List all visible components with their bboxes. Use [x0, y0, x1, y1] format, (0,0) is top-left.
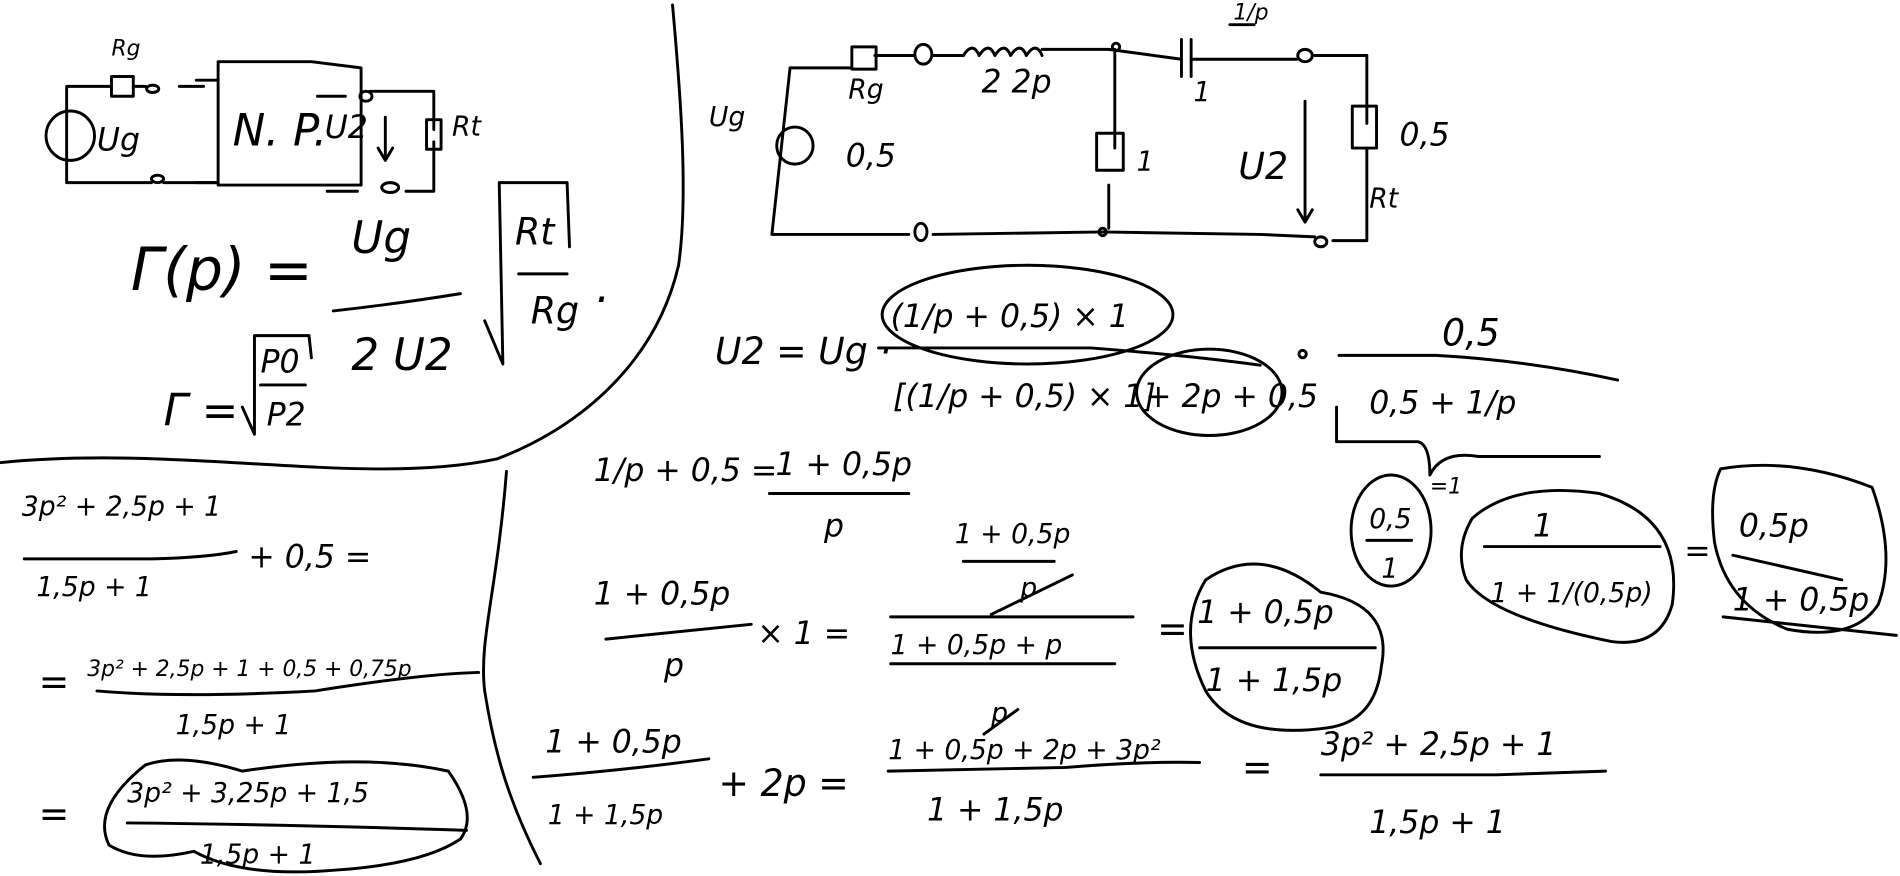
step2-num: 1 + 0,5p	[594, 575, 731, 612]
step4-plus: + 2p =	[719, 761, 849, 804]
divider-vertical	[482, 469, 542, 866]
ug-label: Ug	[97, 121, 140, 158]
frac2-den: 0,5 + 1/p	[1369, 384, 1516, 421]
network-block-label: N. P.	[233, 105, 328, 156]
gamma-formula-2: Γ = P0 P2	[164, 334, 313, 437]
left-steps: 3p² + 2,5p + 1 1,5p + 1 + 0,5 = = 3p² + …	[22, 492, 481, 874]
gamma-num: Ug	[351, 213, 411, 264]
step3-eq2: =	[1684, 532, 1710, 569]
gamma-den: 2 U2	[351, 330, 452, 381]
left-b-num: 3p² + 2,5p + 1 + 0,5 + 0,75p	[87, 657, 411, 682]
left-circuit: Rg Ug N. P. U2 Rt	[44, 36, 482, 194]
step2-times: × 1 =	[757, 615, 850, 652]
u2-lhs: U2 = Ug ·	[715, 330, 891, 373]
capacitor-label: 1	[1194, 77, 1211, 108]
step4-num: 1 + 0,5p	[545, 723, 682, 760]
capacitor-icon	[1179, 38, 1193, 78]
gamma-lhs: Γ(p) =	[131, 235, 313, 304]
sqrt-icon	[240, 334, 313, 436]
step2-res-num: 1 + 0,5p	[1197, 594, 1334, 631]
u2-den-a: [(1/p + 0,5) × 1]	[893, 378, 1156, 415]
rt-value: 0,5	[1400, 116, 1450, 153]
left-c-eq: =	[39, 792, 69, 835]
step3-res-den: 1 + 0,5p	[1733, 581, 1870, 618]
rg-label: Rg	[111, 36, 140, 61]
step3-eq1: =1	[1430, 474, 1462, 499]
step3-res-num: 0,5p	[1739, 507, 1809, 544]
step1-lhs: 1/p + 0,5 =	[594, 452, 778, 489]
voltage-source-icon	[44, 109, 96, 162]
step4-res-den: 1,5p + 1	[1369, 804, 1506, 841]
step3-frac-num: 0,5	[1369, 504, 1411, 535]
left-b-den: 1,5p + 1	[176, 710, 292, 741]
inductor-icon	[961, 46, 1044, 58]
rt-label: Rt	[1369, 183, 1399, 214]
rg-label: Rg	[848, 74, 883, 105]
left-c-num: 3p² + 3,25p + 1,5	[127, 778, 369, 809]
step2-den: p	[663, 647, 684, 684]
step2-big-num-den: p	[1019, 573, 1037, 604]
u2-label: U2	[325, 109, 368, 146]
step4-den: 1 + 1,5p	[548, 800, 664, 831]
sqrt-den: Rg	[531, 289, 579, 332]
step4-mid-num: 1 + 0,5p + 2p + 3p²	[888, 735, 1161, 766]
u2-num: (1/p + 0,5) × 1	[891, 298, 1129, 335]
mid-resistor-value: 1	[1137, 146, 1154, 177]
u2-label: U2	[1238, 145, 1288, 188]
rt-label: Rt	[452, 112, 482, 143]
step3-frac-den: 1	[1381, 553, 1398, 584]
voltage-source-icon	[775, 125, 815, 166]
ug-label: Ug	[709, 102, 745, 133]
step-3: 0,5 1 =1 1 1 + 1/(0,5p) = 0,5p 1 + 0,5p	[1349, 463, 1898, 644]
step3-inner-den: 1 + 1/(0,5p)	[1490, 578, 1652, 609]
step4-mid-den: 1 + 1,5p	[927, 791, 1064, 828]
left-b-eq: =	[39, 660, 69, 703]
gamma-formula: Γ(p) = Ug 2 U2 Rt Rg ·	[131, 181, 608, 381]
left-a-tail: + 0,5 =	[248, 538, 371, 575]
right-circuit: 1/p Rg 2 2p 1 Ug 0,5 1 U2 0,5 Rt	[709, 1, 1450, 249]
gamma2-den: P2	[267, 396, 306, 433]
step-4: 1 + 0,5p 1 + 1,5p + 2p = p 1 + 0,5p + 2p…	[531, 698, 1608, 841]
sqrt-num: Rt	[515, 210, 556, 253]
gamma2-num: P0	[261, 343, 300, 380]
divider-curve	[0, 3, 685, 471]
step1-num: 1 + 0,5p	[776, 446, 913, 483]
step2-big-den: 1 + 0,5p + p	[891, 630, 1063, 661]
step-1: 1/p + 0,5 = 1 + 0,5p p	[594, 446, 912, 545]
inductor-labels: 2 2p	[982, 63, 1052, 100]
left-a-den: 1,5p + 1	[36, 572, 152, 603]
step-2: 1 + 0,5p p × 1 = 1 + 0,5p p 1 + 0,5p + p…	[594, 519, 1385, 732]
sqrt-icon	[483, 181, 571, 366]
gamma2-lhs: Γ =	[164, 385, 239, 436]
brace-icon	[1335, 405, 1601, 477]
capacitor-value: 1/p	[1234, 1, 1269, 26]
gamma-dot: ·	[594, 274, 608, 325]
u2-equation: U2 = Ug · (1/p + 0,5) × 1 [(1/p + 0,5) ×…	[715, 263, 1620, 477]
left-a-num: 3p² + 2,5p + 1	[22, 492, 221, 523]
step1-den: p	[823, 507, 844, 544]
frac2-num: 0,5	[1442, 311, 1500, 354]
u2-den-b: + 2p + 0,5	[1145, 378, 1318, 415]
step2-eq: =	[1157, 607, 1187, 650]
step3-inner-num: 1	[1533, 507, 1553, 544]
step2-res-den: 1 + 1,5p	[1206, 662, 1343, 699]
left-c-den: 1,5p + 1	[200, 839, 316, 870]
step4-res-num: 3p² + 2,5p + 1	[1321, 726, 1557, 763]
step4-eq: =	[1242, 745, 1272, 788]
rg-value: 0,5	[846, 137, 896, 174]
step2-big-num: 1 + 0,5p	[955, 519, 1071, 550]
